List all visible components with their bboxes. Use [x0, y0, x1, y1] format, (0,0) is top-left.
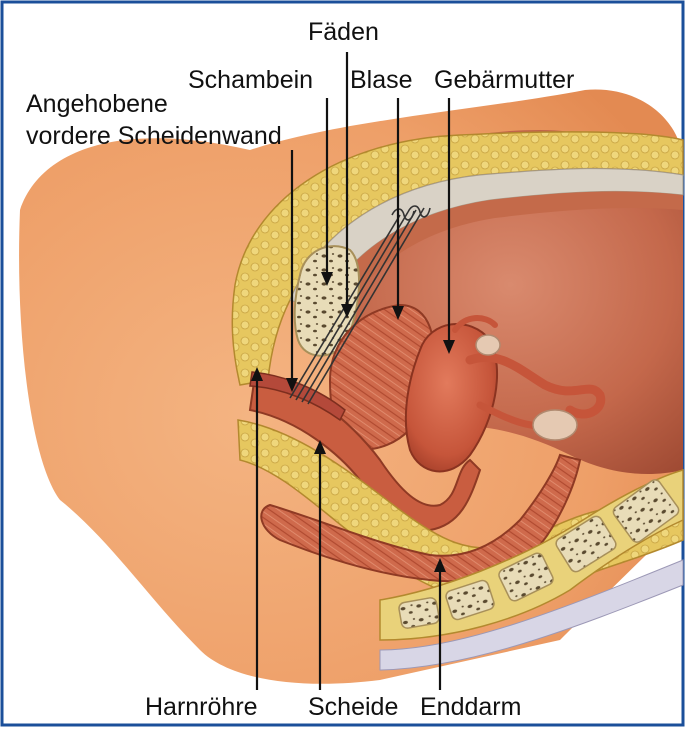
label-schambein: Schambein: [188, 68, 313, 93]
label-angehobene-line2: vordere Scheidenwand: [26, 124, 282, 149]
label-blase: Blase: [350, 68, 413, 93]
ovary: [533, 410, 577, 440]
label-gebaermutter: Gebärmutter: [434, 68, 574, 93]
label-enddarm: Enddarm: [420, 695, 521, 720]
label-scheide: Scheide: [308, 695, 398, 720]
label-faeden: Fäden: [308, 20, 379, 45]
label-harnroehre: Harnröhre: [145, 695, 258, 720]
label-angehobene-line1: Angehobene: [26, 92, 168, 117]
